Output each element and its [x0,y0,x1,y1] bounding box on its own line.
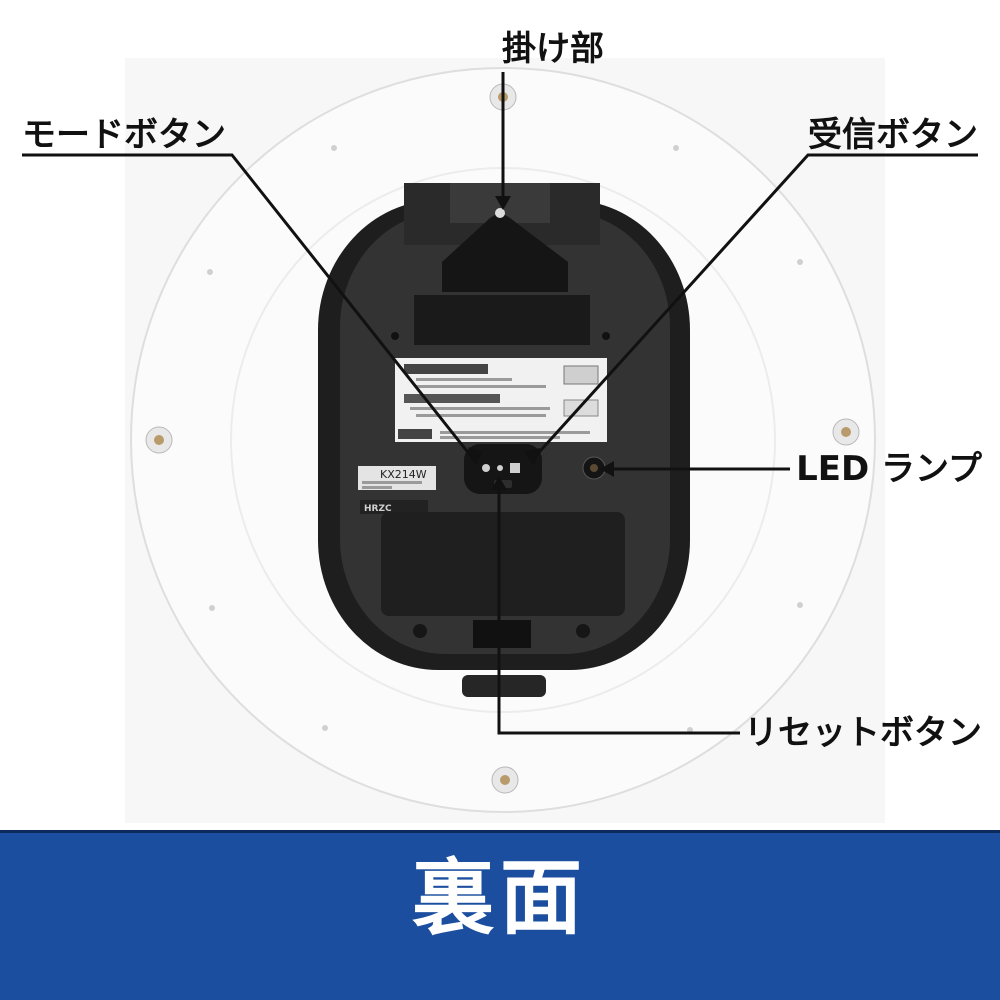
reset-leader-line [497,486,740,735]
mode-button-label: モードボタン [22,115,226,155]
instruction-sticker [395,358,607,442]
brand-logo: HRZC [364,504,392,514]
reset-button-label: リセットボタン [744,713,982,753]
hook-section [404,183,600,292]
model-sticker: KX214W HRZC [358,466,436,514]
receive-leader-line [530,153,978,462]
receive-button-label: 受信ボタン [808,115,978,155]
hook-label: 掛け部 [502,29,604,69]
mode-button[interactable] [482,464,490,472]
battery-latch [473,620,531,648]
mode-leader-line [22,153,476,461]
blue-banner [0,830,1000,1000]
model-number: KX214W [380,468,427,481]
mounting-screws [145,83,860,794]
led-lamp-label: LED ランプ [796,449,982,489]
recess-panel [414,295,590,345]
callout-lines [22,72,978,735]
battery-cover[interactable] [381,512,625,616]
banner-title: 裏面 [411,851,588,946]
callout-arrowheads [468,196,614,490]
receive-button[interactable] [510,463,520,473]
